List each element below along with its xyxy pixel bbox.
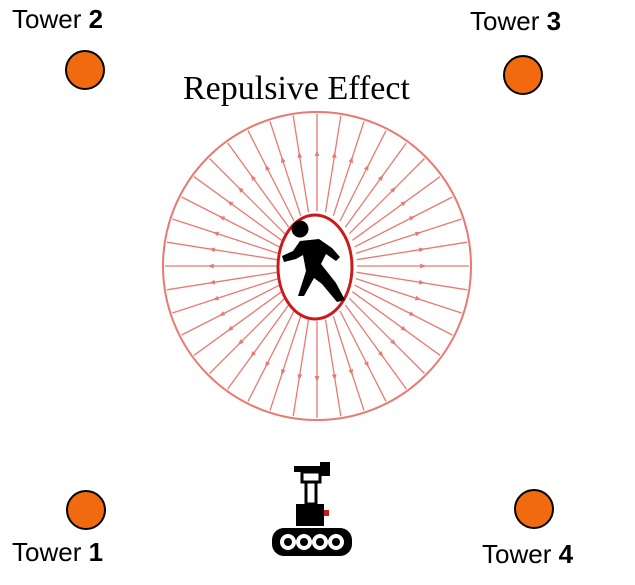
tower-2-label: Tower 2 xyxy=(12,6,103,32)
field-arrowhead xyxy=(377,174,384,182)
field-arrowhead xyxy=(209,247,217,253)
tower-2-word: Tower xyxy=(12,4,82,34)
field-line xyxy=(324,115,342,213)
field-line xyxy=(193,291,282,356)
tower-4-word: Tower xyxy=(482,539,552,569)
field-arrowhead xyxy=(209,279,217,285)
tower-3-word: Tower xyxy=(470,6,540,36)
field-arrowhead xyxy=(265,360,271,368)
field-line xyxy=(292,319,310,417)
tower-1-marker xyxy=(66,490,106,530)
field-line xyxy=(172,277,279,314)
field-line xyxy=(269,315,302,411)
field-line xyxy=(227,142,290,228)
field-arrowhead xyxy=(227,200,234,207)
field-line xyxy=(209,297,286,374)
field-arrowhead xyxy=(400,325,407,332)
field-line xyxy=(193,176,282,241)
repulsive-field-boundary xyxy=(162,111,472,421)
field-arrowhead xyxy=(363,164,369,172)
field-arrowhead xyxy=(218,215,226,221)
field-arrowhead xyxy=(390,339,397,346)
walking-person-icon xyxy=(282,220,345,302)
field-line xyxy=(352,291,441,356)
tower-1-label: Tower 1 xyxy=(12,539,103,565)
tower-1-number: 1 xyxy=(88,537,104,567)
field-arrowhead xyxy=(250,350,257,358)
field-line xyxy=(332,121,365,217)
field-arrowhead xyxy=(363,360,369,368)
tower-3-label: Tower 3 xyxy=(470,8,561,34)
field-arrowhead xyxy=(390,186,397,193)
field-line xyxy=(269,121,302,217)
field-arrowhead xyxy=(400,200,407,207)
field-line xyxy=(181,284,280,336)
field-line xyxy=(356,271,468,291)
repulsive-field-arrows xyxy=(165,114,469,418)
diagram-title: Repulsive Effect xyxy=(183,70,410,107)
field-arrowhead xyxy=(281,156,286,165)
field-line xyxy=(344,304,407,390)
field-arrowhead xyxy=(237,186,244,193)
field-line xyxy=(332,315,365,411)
field-line xyxy=(348,158,425,235)
field-arrowhead xyxy=(212,295,221,301)
field-arrowhead xyxy=(377,350,384,358)
field-line xyxy=(247,130,295,222)
field-arrowhead xyxy=(227,325,234,332)
field-arrowhead xyxy=(417,279,425,285)
field-line xyxy=(354,196,453,248)
field-line xyxy=(166,241,278,261)
tower-4-label: Tower 4 xyxy=(482,541,573,567)
field-arrowhead xyxy=(408,215,416,221)
tower-3-marker xyxy=(503,55,543,95)
tower-2-number: 2 xyxy=(88,4,104,34)
field-line xyxy=(172,218,279,255)
field-arrowhead xyxy=(331,372,337,381)
field-arrowhead xyxy=(413,231,422,237)
field-line xyxy=(339,310,387,402)
field-line xyxy=(356,241,468,261)
field-arrowhead xyxy=(297,372,303,381)
field-arrowhead xyxy=(331,151,337,160)
field-line xyxy=(227,304,290,390)
field-arrowhead xyxy=(348,367,353,376)
field-arrowhead xyxy=(250,174,257,182)
field-arrowhead xyxy=(265,164,271,172)
field-line xyxy=(166,271,278,291)
field-arrowhead xyxy=(297,151,303,160)
field-line xyxy=(344,142,407,228)
tower-3-number: 3 xyxy=(546,6,562,36)
field-line xyxy=(181,196,280,248)
field-line xyxy=(354,284,453,336)
field-line xyxy=(355,277,462,314)
field-arrowhead xyxy=(237,339,244,346)
field-line xyxy=(339,130,387,222)
field-line xyxy=(355,218,462,255)
tower-2-marker xyxy=(65,50,105,90)
field-line xyxy=(247,310,295,402)
field-arrowhead xyxy=(417,247,425,253)
tower-1-word: Tower xyxy=(12,537,82,567)
field-line xyxy=(324,319,342,417)
tower-4-marker xyxy=(514,489,554,529)
field-line xyxy=(348,297,425,374)
field-arrowhead xyxy=(281,367,286,376)
field-arrowhead xyxy=(413,295,422,301)
field-line xyxy=(292,115,310,213)
field-line xyxy=(352,176,441,241)
field-arrowhead xyxy=(218,311,226,317)
field-arrowhead xyxy=(212,231,221,237)
field-arrowhead xyxy=(348,156,353,165)
field-line xyxy=(209,158,286,235)
field-arrowhead xyxy=(408,311,416,317)
tower-4-number: 4 xyxy=(558,539,574,569)
tracked-robot-icon xyxy=(272,462,352,556)
